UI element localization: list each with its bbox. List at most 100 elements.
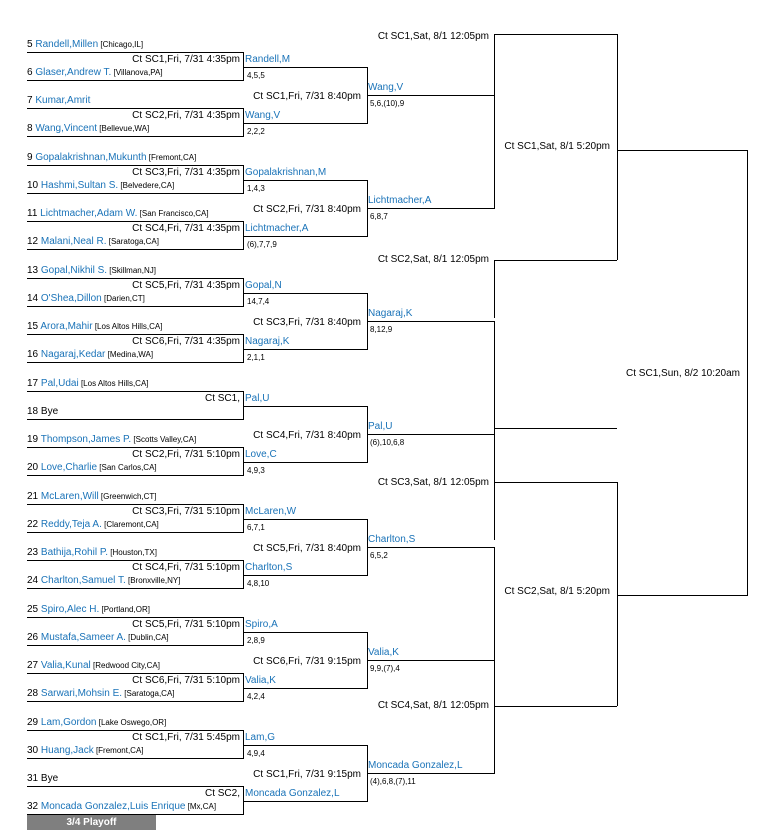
player-name[interactable]: Hashmi,Sultan S. — [40, 180, 119, 191]
player-name[interactable]: Glaser,Andrew T. — [35, 67, 112, 78]
player-entry[interactable]: 24 Charlton,Samuel T. [Bronxville,NY] — [27, 575, 180, 587]
winner-name[interactable]: Gopal,N — [245, 280, 282, 291]
final-schedule: Ct SC1,Sun, 8/2 10:20am — [626, 368, 740, 379]
match-score: 6,5,2 — [370, 551, 388, 560]
player-name[interactable]: Valia,Kunal — [40, 660, 91, 671]
bracket-line — [617, 482, 618, 706]
winner-name[interactable]: Love,C — [245, 449, 277, 460]
player-name[interactable]: McLaren,Will — [40, 491, 99, 502]
player-entry[interactable]: 6 Glaser,Andrew T. [Villanova,PA] — [27, 67, 163, 79]
player-entry[interactable]: 22 Reddy,Teja A. [Claremont,CA] — [27, 519, 159, 531]
player-entry[interactable]: 23 Bathija,Rohil P. [Houston,TX] — [27, 547, 157, 559]
winner-name[interactable]: Charlton,S — [368, 534, 416, 545]
winner-name[interactable]: Pal,U — [368, 421, 393, 432]
winner-name[interactable]: Lam,G — [245, 732, 276, 743]
player-entry[interactable]: 32 Moncada Gonzalez,Luis Enrique [Mx,CA] — [27, 801, 216, 813]
winner-name[interactable]: Spiro,A — [245, 619, 278, 630]
player-name[interactable]: Huang,Jack — [40, 745, 94, 756]
winner-name[interactable]: Nagaraj,K — [245, 336, 290, 347]
winner-name[interactable]: Wang,V — [368, 82, 404, 93]
match-schedule: Ct SC4,Fri, 7/31 4:35pm — [132, 223, 240, 234]
player-entry[interactable]: 5 Randell,Millen [Chicago,IL] — [27, 39, 143, 51]
winner-name[interactable]: Charlton,S — [245, 562, 293, 573]
player-entry[interactable]: 9 Gopalakrishnan,Mukunth [Fremont,CA] — [27, 152, 196, 164]
winner-name[interactable]: Nagaraj,K — [368, 308, 413, 319]
player-entry[interactable]: 18 Bye — [27, 406, 58, 418]
player-name[interactable]: Malani,Neal R. — [40, 236, 107, 247]
player-entry[interactable]: 29 Lam,Gordon [Lake Oswego,OR] — [27, 717, 166, 729]
playoff-tab[interactable]: 3/4 Playoff — [27, 815, 156, 830]
player-name[interactable]: Thompson,James P. — [40, 434, 132, 445]
winner-name[interactable]: Wang,V — [245, 110, 281, 121]
player-entry[interactable]: 21 McLaren,Will [Greenwich,CT] — [27, 491, 157, 503]
match-schedule: Ct SC4,Fri, 7/31 8:40pm — [253, 430, 361, 441]
winner-name[interactable]: Gopalakrishnan,M — [245, 167, 327, 178]
player-name[interactable]: Love,Charlie — [40, 462, 98, 473]
player-entry[interactable]: 20 Love,Charlie [San Carlos,CA] — [27, 462, 157, 474]
player-entry[interactable]: 19 Thompson,James P. [Scotts Valley,CA] — [27, 434, 196, 446]
winner-name[interactable]: Lichtmacher,A — [245, 223, 309, 234]
match-schedule: Ct SC3,Fri, 7/31 4:35pm — [132, 167, 240, 178]
match-schedule: Ct SC6,Fri, 7/31 4:35pm — [132, 336, 240, 347]
bracket-line — [243, 447, 244, 476]
match-schedule: Ct SC3,Fri, 7/31 8:40pm — [253, 317, 361, 328]
bracket-line — [243, 108, 244, 137]
player-name[interactable]: Reddy,Teja A. — [40, 519, 102, 530]
winner-name[interactable]: McLaren,W — [245, 506, 297, 517]
player-name[interactable]: Moncada Gonzalez,Luis Enrique — [40, 801, 186, 812]
player-name[interactable]: Charlton,Samuel T. — [40, 575, 126, 586]
player-name[interactable]: Gopal,Nikhil S. — [40, 265, 108, 276]
player-name[interactable]: Lam,Gordon — [40, 717, 97, 728]
player-name[interactable]: Spiro,Alec H. — [40, 604, 100, 615]
player-entry[interactable]: 25 Spiro,Alec H. [Portland,OR] — [27, 604, 150, 616]
player-name[interactable]: Sarwari,Mohsin E. — [40, 688, 123, 699]
winner-name[interactable]: Moncada Gonzalez,L — [245, 788, 340, 799]
player-name[interactable]: Arora,Mahir — [40, 321, 93, 332]
bracket-line — [243, 730, 244, 759]
match-schedule: Ct SC1, — [204, 393, 240, 404]
player-name[interactable]: Lichtmacher,Adam W. — [40, 208, 138, 219]
player-name[interactable]: Wang,Vincent — [35, 123, 98, 134]
player-entry[interactable]: 12 Malani,Neal R. [Saratoga,CA] — [27, 236, 159, 248]
winner-name[interactable]: Lichtmacher,A — [368, 195, 432, 206]
match-schedule: Ct SC1,Fri, 7/31 9:15pm — [253, 769, 361, 780]
player-entry[interactable]: 31 Bye — [27, 773, 58, 785]
match-score: 6,7,1 — [247, 523, 265, 532]
bracket-line — [243, 560, 244, 589]
player-entry[interactable]: 11 Lichtmacher,Adam W. [San Francisco,CA… — [27, 208, 209, 220]
match-score: 4,8,10 — [247, 579, 270, 588]
player-location: [Los Altos Hills,CA] — [92, 322, 163, 331]
seed-number: 6 — [27, 67, 36, 78]
winner-name[interactable]: Valia,K — [368, 647, 399, 658]
player-entry[interactable]: 26 Mustafa,Sameer A. [Dublin,CA] — [27, 632, 169, 644]
player-entry[interactable]: 8 Wang,Vincent [Bellevue,WA] — [27, 123, 149, 135]
bracket-line — [27, 221, 243, 222]
player-name[interactable]: Randell,Millen — [35, 39, 99, 50]
winner-name[interactable]: Valia,K — [245, 675, 276, 686]
winner-name[interactable]: Randell,M — [245, 54, 291, 65]
player-entry[interactable]: 14 O'Shea,Dillon [Darien,CT] — [27, 293, 145, 305]
player-entry[interactable]: 17 Pal,Udai [Los Altos Hills,CA] — [27, 378, 149, 390]
player-entry[interactable]: 13 Gopal,Nikhil S. [Skillman,NJ] — [27, 265, 156, 277]
player-entry[interactable]: 10 Hashmi,Sultan S. [Belvedere,CA] — [27, 180, 174, 192]
seed-number: 14 — [27, 293, 41, 304]
bracket-line — [494, 650, 495, 764]
player-name[interactable]: Pal,Udai — [40, 378, 79, 389]
match-score: 4,2,4 — [247, 692, 265, 701]
player-entry[interactable]: 16 Nagaraj,Kedar [Medina,WA] — [27, 349, 153, 361]
player-entry[interactable]: 7 Kumar,Amrit — [27, 95, 90, 107]
winner-name[interactable]: Moncada Gonzalez,L — [368, 760, 463, 771]
player-name[interactable]: Gopalakrishnan,Mukunth — [35, 152, 147, 163]
winner-name[interactable]: Pal,U — [245, 393, 270, 404]
player-name[interactable]: Bathija,Rohil P. — [40, 547, 108, 558]
player-entry[interactable]: 30 Huang,Jack [Fremont,CA] — [27, 745, 144, 757]
bracket-line — [27, 758, 243, 759]
player-entry[interactable]: 27 Valia,Kunal [Redwood City,CA] — [27, 660, 160, 672]
bracket-line — [617, 34, 618, 260]
player-name[interactable]: Mustafa,Sameer A. — [40, 632, 126, 643]
player-name[interactable]: Kumar,Amrit — [35, 95, 91, 106]
player-entry[interactable]: 28 Sarwari,Mohsin E. [Saratoga,CA] — [27, 688, 175, 700]
player-entry[interactable]: 15 Arora,Mahir [Los Altos Hills,CA] — [27, 321, 162, 333]
player-name[interactable]: Nagaraj,Kedar — [40, 349, 106, 360]
player-name[interactable]: O'Shea,Dillon — [40, 293, 102, 304]
